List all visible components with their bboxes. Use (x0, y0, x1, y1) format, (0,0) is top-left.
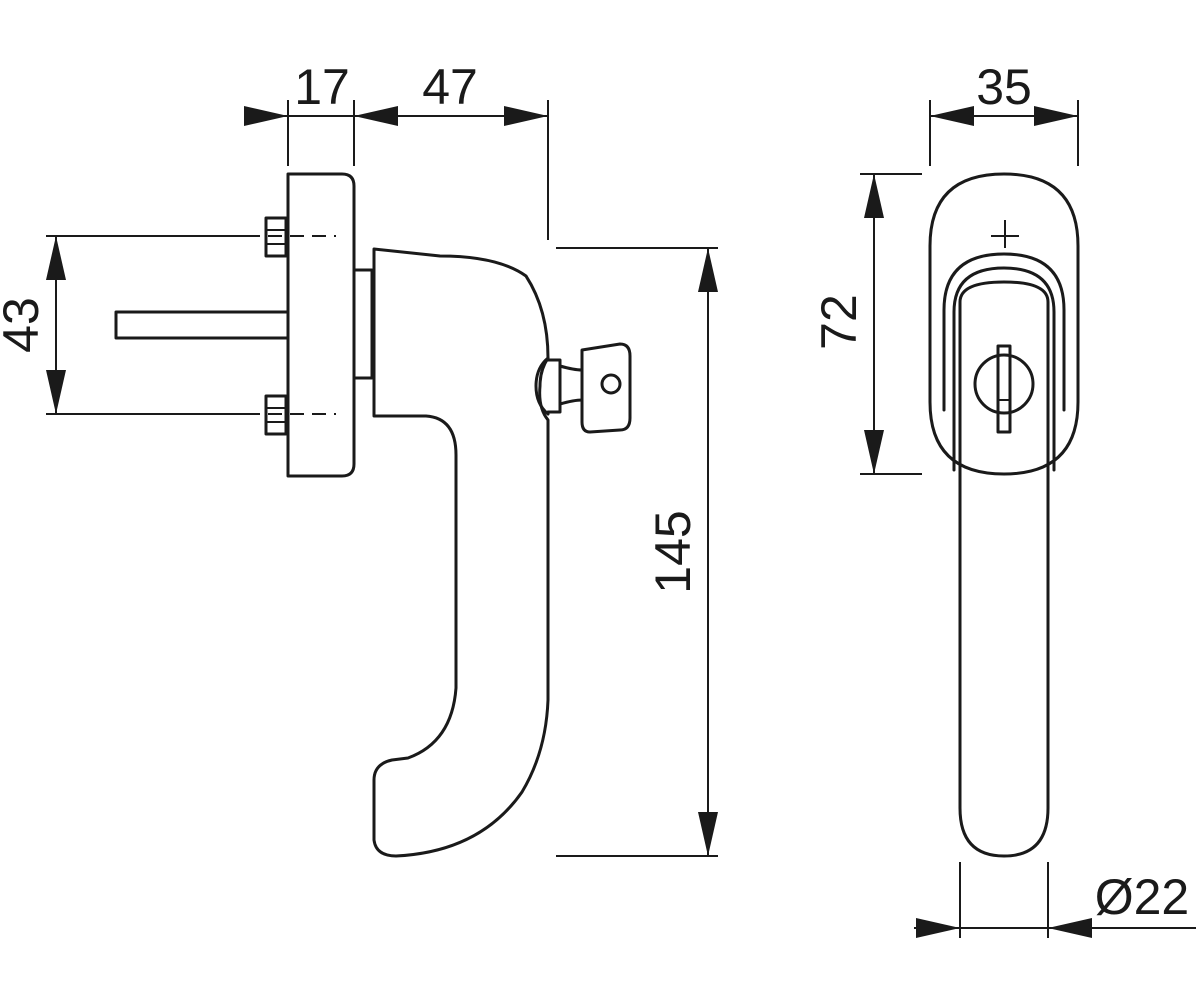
dimension-47: 47 (354, 59, 548, 126)
side-view: 17 47 43 145 (0, 59, 718, 858)
front-neck-recess (942, 252, 1066, 412)
dimension-145-label: 145 (645, 510, 701, 593)
front-view: 35 72 Ø22 (811, 59, 1196, 938)
front-grip (958, 280, 1050, 858)
dimension-35: 35 (930, 59, 1078, 126)
handle-body (372, 247, 550, 858)
dimension-17-label: 17 (294, 59, 350, 115)
screw-top (264, 216, 288, 258)
front-neck (952, 266, 1056, 472)
front-rosette (928, 172, 1080, 476)
rosette-plate (286, 172, 356, 478)
dimension-47-label: 47 (422, 59, 478, 115)
dimension-35-label: 35 (976, 59, 1032, 115)
dimension-72: 72 (811, 174, 884, 474)
spindle (114, 310, 290, 340)
dimension-diameter-22-label: Ø22 (1095, 869, 1190, 925)
cross-mark (991, 220, 1019, 248)
screw-bottom (264, 394, 288, 436)
handle-neck (352, 268, 374, 380)
key-icon (534, 342, 632, 434)
lock-cylinder-icon (973, 344, 1035, 434)
dimension-43-label: 43 (0, 297, 49, 353)
dimension-145: 145 (645, 248, 718, 856)
dimension-43: 43 (0, 236, 66, 414)
dimension-72-label: 72 (811, 294, 867, 350)
dimension-diameter-22: Ø22 (914, 869, 1196, 938)
